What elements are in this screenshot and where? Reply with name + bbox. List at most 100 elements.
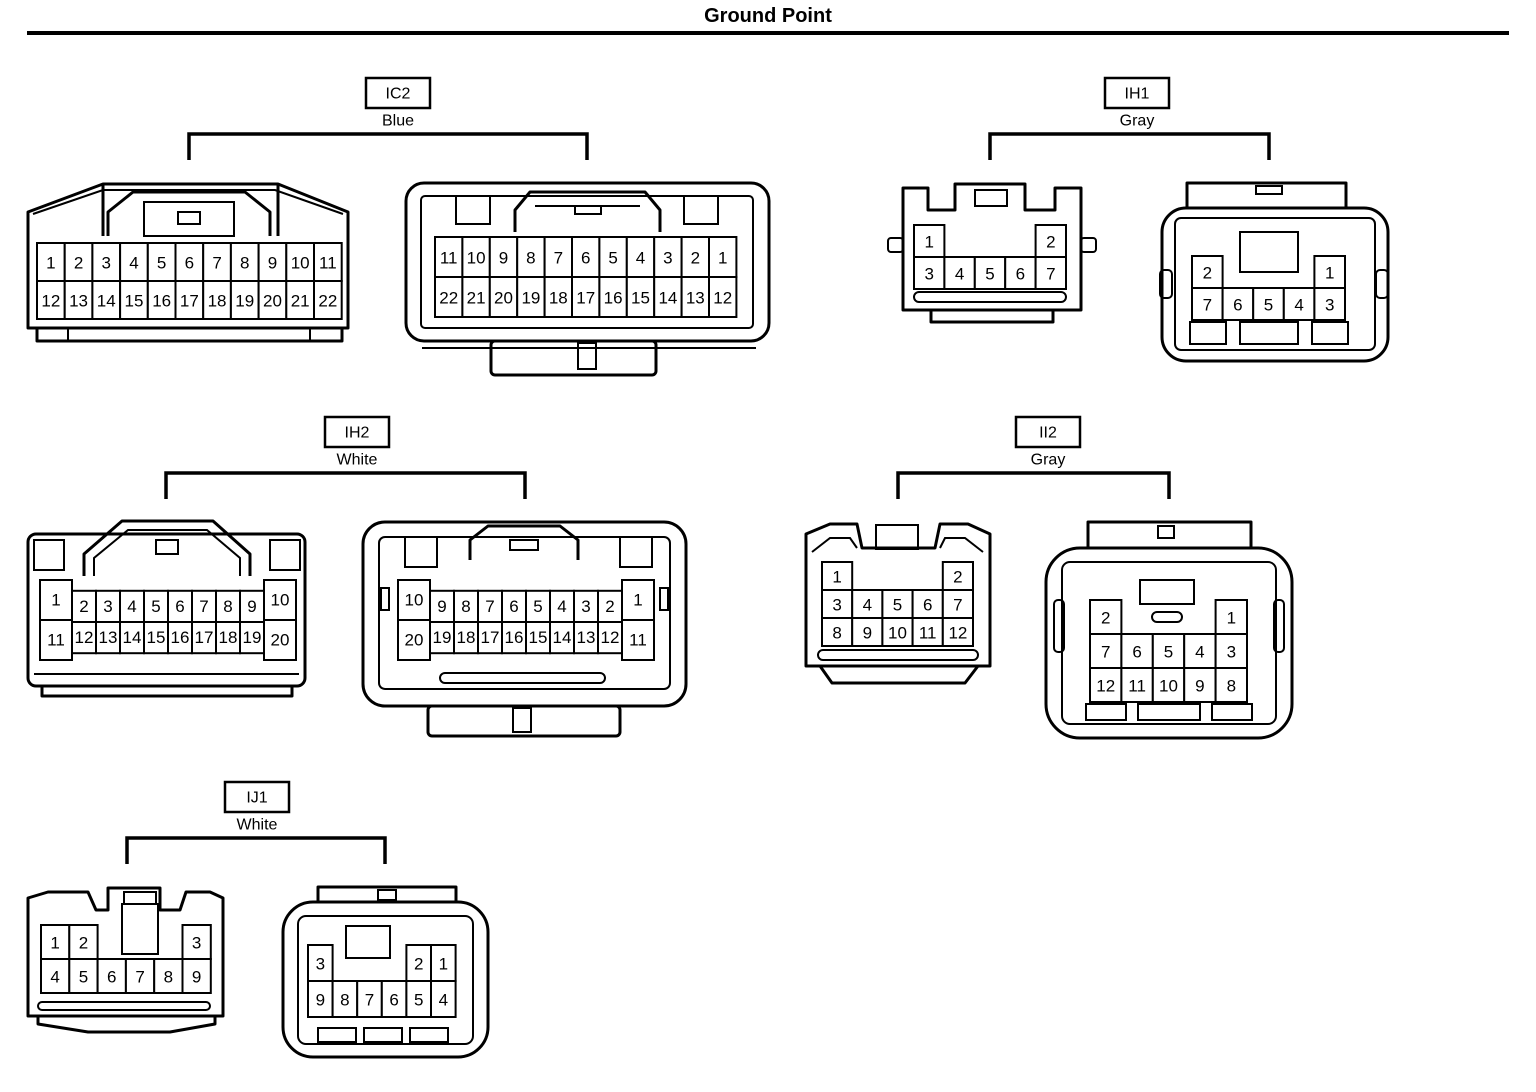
pin-number: 4 [439,991,448,1010]
pin-cell [215,589,241,623]
ih1-female-housing [1159,181,1390,363]
pin-cell [313,280,343,320]
pin-cell [39,579,73,621]
ih2-tag-box [323,415,391,449]
pin-cell [881,617,914,647]
ij1-female-housing [281,885,490,1059]
ih1-tag-box [1103,76,1171,110]
pin-number: 12 [1096,677,1115,696]
pin-number: 2 [74,254,83,273]
pin-cell [191,621,217,655]
pin-number: 3 [663,249,672,268]
pin-number: 3 [924,265,933,284]
pin-number: 2 [79,597,88,616]
pin-number: 8 [526,249,535,268]
pin-number: 15 [124,292,143,311]
pin-cell [143,621,169,655]
pin-cell [525,621,551,655]
pin-number: 11 [319,254,337,273]
pin-cell [598,276,628,318]
pin-number: 10 [271,591,290,610]
pin-number: 20 [405,631,424,650]
pin-cell [434,236,464,278]
pin-cell [239,621,265,655]
pin-number: 1 [718,249,727,268]
pin-number: 7 [485,597,494,616]
pin-number: 19 [433,628,452,647]
pin-cell [430,980,457,1018]
pin-cell [598,236,628,278]
pin-cell [488,276,519,318]
pin-number: 11 [919,624,937,643]
pin-cell [181,958,212,994]
pin-number: 5 [608,249,617,268]
ih2-connector-color: White [337,452,378,469]
pin-number: 6 [175,597,184,616]
pin-number: 6 [389,991,398,1010]
pin-number: 12 [713,289,732,308]
pin-number: 12 [601,628,620,647]
pin-number: 3 [102,254,111,273]
pin-cell [430,944,457,982]
pin-number: 10 [467,249,486,268]
pin-number: 17 [576,289,595,308]
ij1-male-housing [26,886,225,1034]
pin-cell [1183,633,1217,669]
pin-number: 4 [129,254,138,273]
pin-cell [146,280,177,320]
pin-number: 11 [629,631,647,650]
pin-number: 6 [1016,265,1025,284]
pin-number: 4 [955,265,964,284]
pin-number: 5 [1264,296,1273,315]
ih2-male-housing [26,519,307,698]
ic2-connector-id: IC2 [386,86,411,103]
pin-cell [36,280,66,320]
pin-number: 2 [691,249,700,268]
pin-number: 5 [893,596,902,615]
pin-cell [973,256,1007,290]
pin-number: 9 [437,597,446,616]
ij1-connector-color: White [237,817,278,834]
pin-cell [543,276,573,318]
ii2-tag-box [1014,415,1082,449]
pin-cell [96,958,127,994]
pin-number: 3 [1325,296,1334,315]
title-rule [27,31,1509,35]
pin-number: 13 [577,628,596,647]
pin-number: 1 [633,591,642,610]
pin-cell [571,276,601,318]
pin-number: 9 [1195,677,1204,696]
ih1-connector-color: Gray [1120,113,1155,130]
pin-cell [434,276,464,318]
pin-number: 15 [631,289,650,308]
pin-number: 8 [223,597,232,616]
pin-number: 3 [103,597,112,616]
ih1-bracket [988,132,1271,160]
pin-number: 2 [1046,233,1055,252]
pin-number: 11 [440,249,458,268]
pin-cell [941,589,974,619]
pin-number: 12 [75,628,94,647]
pin-number: 6 [1233,296,1242,315]
pin-number: 8 [461,597,470,616]
pin-cell [821,561,854,591]
pin-number: 5 [1164,643,1173,662]
pin-number: 18 [208,292,227,311]
ii2-bracket [896,471,1171,499]
pin-number: 6 [107,968,116,987]
pin-cell [1214,633,1248,669]
pin-number: 2 [953,568,962,587]
pin-cell [1313,287,1347,321]
pin-number: 1 [50,934,59,953]
pin-number: 9 [316,991,325,1010]
ij1-tag-box [223,780,291,814]
pin-number: 8 [1227,677,1236,696]
pin-number: 18 [457,628,476,647]
ic2-female-housing [404,181,771,377]
